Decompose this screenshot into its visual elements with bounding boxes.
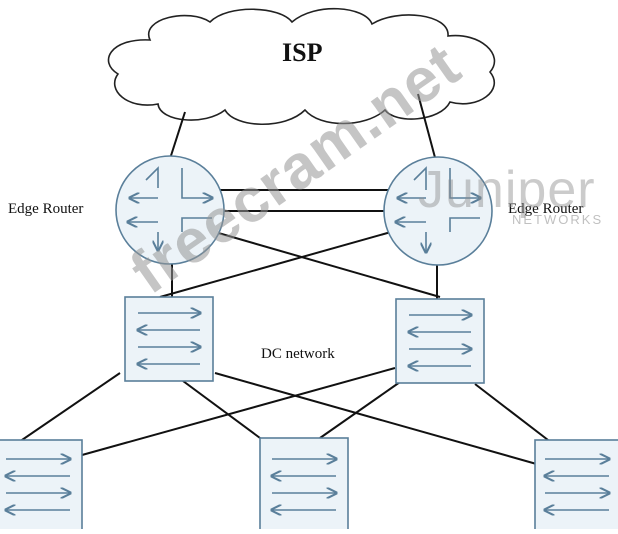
edge-router-right (383, 156, 493, 266)
edge-router-left-label: Edge Router (8, 201, 84, 217)
edge-router-right-label: Edge Router (508, 201, 584, 217)
link-switchL-leafR (214, 372, 541, 466)
dc-network-label: DC network (261, 346, 335, 362)
juniper-networks-watermark: NETWORKS (512, 212, 604, 227)
link-switchL-leafM (182, 380, 261, 439)
link-switchR-leafM (319, 381, 401, 439)
link-switchR-leafL (81, 367, 396, 456)
dc-switch-left (124, 296, 214, 382)
link-isp-edge-right (417, 93, 438, 166)
link-switchR-leafR (474, 383, 549, 441)
link-edgeL-switchR (207, 229, 441, 298)
network-links (0, 93, 549, 466)
juniper-watermark: Juniper (418, 161, 596, 219)
edge-router-left (115, 155, 225, 265)
leaf-switch-middle (259, 437, 349, 534)
leaf-switch-left (0, 439, 83, 534)
isp-cloud (107, 7, 496, 126)
dc-switch-right (395, 298, 485, 384)
link-edgeR-switchL (159, 229, 399, 298)
leaf-switch-right (534, 439, 618, 534)
isp-label: ISP (282, 38, 323, 67)
